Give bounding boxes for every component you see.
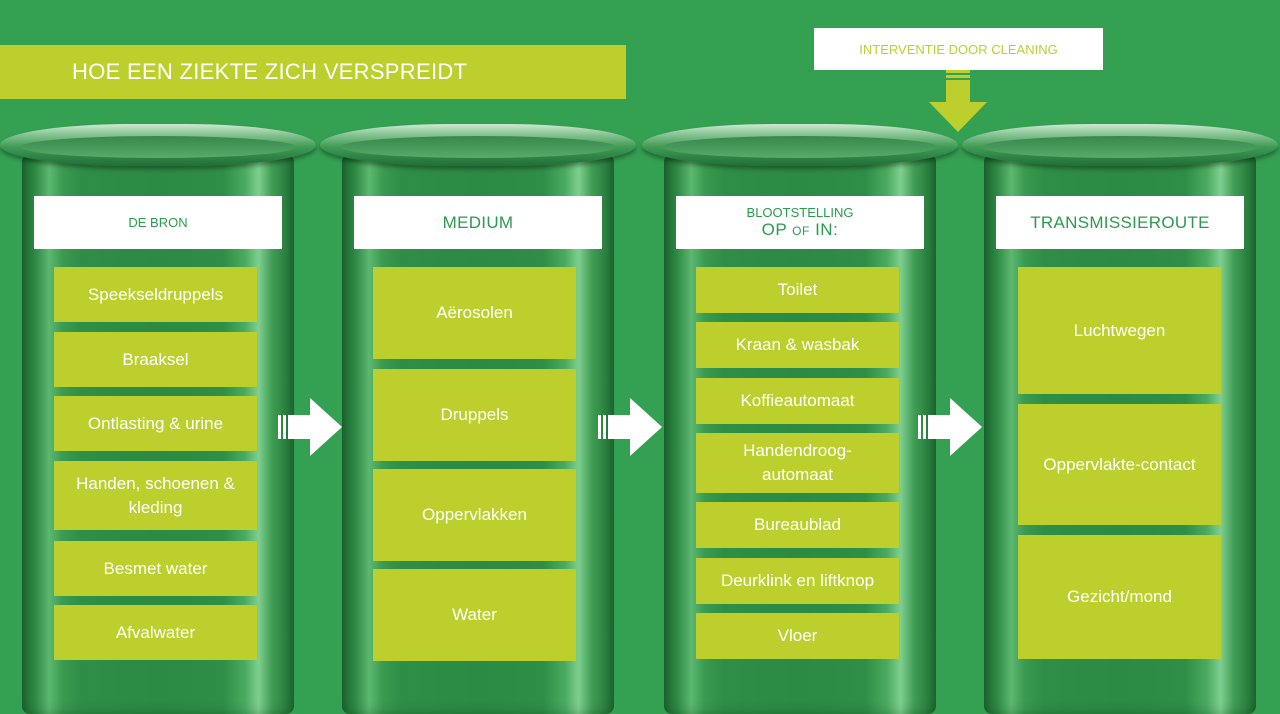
list-item: Aërosolen [373,267,576,359]
list-item: Water [373,569,576,661]
list-item: Braaksel [54,332,257,387]
list-item: Speekseldruppels [54,267,257,322]
column-header: DE BRON [34,196,282,249]
list-item: Druppels [373,369,576,461]
list-item: Handendroog-automaat [696,433,899,493]
column-transmission: TRANSMISSIEROUTE Luchtwegen Oppervlakte-… [962,118,1278,714]
list-item: Oppervlakte-contact [1018,404,1221,525]
intervention-label: INTERVENTIE DOOR CLEANING [814,28,1103,70]
list-item: Toilet [696,267,899,313]
column-exposure: BLOOTSTELLING OP OF IN: Toilet Kraan & w… [642,118,958,714]
list-item: Luchtwegen [1018,267,1221,394]
list-item: Besmet water [54,541,257,596]
flow-arrow-icon [598,398,662,456]
list-item: Vloer [696,613,899,659]
list-item: Koffieautomaat [696,378,899,424]
column-header: MEDIUM [354,196,602,249]
list-item: Afvalwater [54,605,257,660]
page-title: HOE EEN ZIEKTE ZICH VERSPREIDT [0,45,626,99]
list-item: Oppervlakken [373,469,576,561]
flow-arrow-icon [918,398,982,456]
list-item: Handen, schoenen & kleding [54,461,257,530]
intervention-arrow-icon [929,70,987,132]
column-medium: MEDIUM Aërosolen Druppels Oppervlakken W… [320,118,636,714]
list-item: Ontlasting & urine [54,396,257,451]
list-item: Bureaublad [696,502,899,548]
column-header: BLOOTSTELLING OP OF IN: [676,196,924,249]
column-source: DE BRON Speekseldruppels Braaksel Ontlas… [0,118,316,714]
list-item: Kraan & wasbak [696,322,899,368]
column-header: TRANSMISSIEROUTE [996,196,1244,249]
flow-arrow-icon [278,398,342,456]
list-item: Deurklink en liftknop [696,558,899,604]
list-item: Gezicht/mond [1018,535,1221,659]
